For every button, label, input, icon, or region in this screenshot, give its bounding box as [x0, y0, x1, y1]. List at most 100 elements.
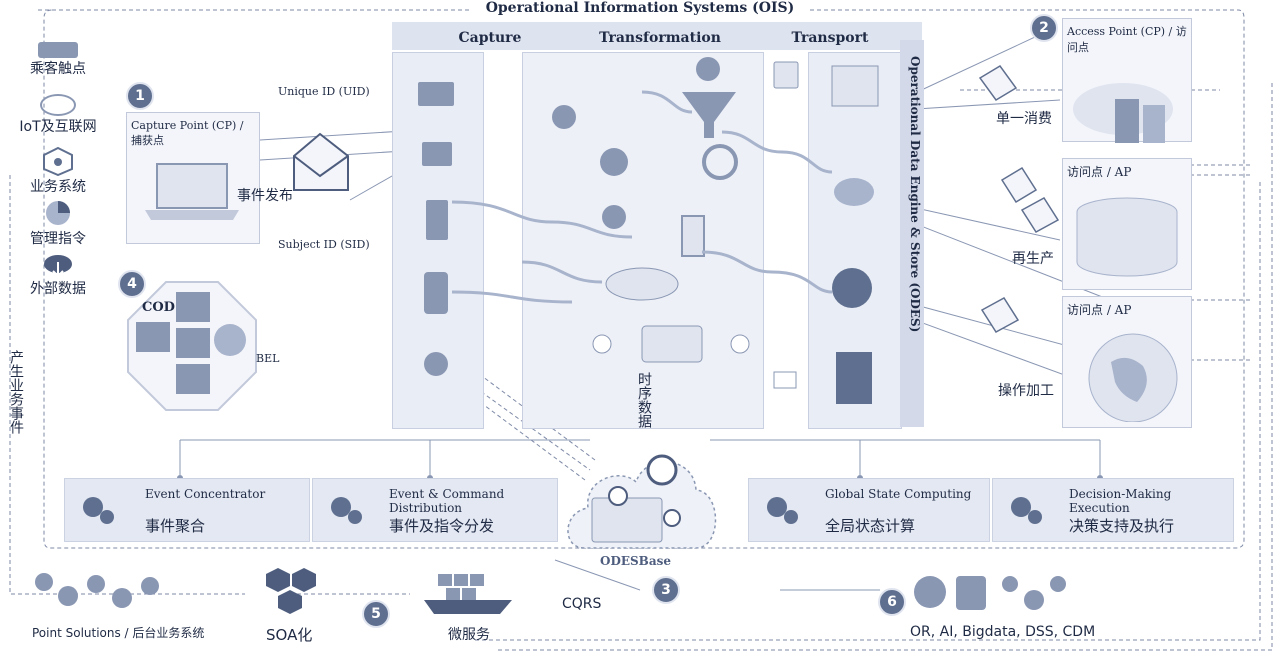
- step-number-5: 5: [362, 600, 390, 628]
- box-title-en: Global State Computing: [825, 487, 972, 501]
- box-title-cn: 决策支持及执行: [1069, 517, 1175, 535]
- source-label: 业务系统: [30, 179, 86, 195]
- odesbase-label: ODESBase: [600, 554, 671, 568]
- diagram-title: Operational Information Systems (OIS): [485, 0, 795, 16]
- box-title-cn: 事件聚合: [145, 517, 206, 535]
- cqrs-label: CQRS: [562, 596, 602, 612]
- source-item: 业务系统: [18, 146, 98, 198]
- monitor-icon: [422, 142, 452, 166]
- file-icon: [773, 61, 799, 89]
- source-item: 乘客触点: [18, 42, 98, 94]
- database-icon: [1076, 197, 1178, 277]
- microservice-label: 微服务: [448, 627, 490, 643]
- source-item: 外部数据: [18, 250, 98, 302]
- mail-icon: [773, 371, 797, 389]
- box-title-cn: 事件及指令分发: [389, 517, 495, 535]
- step-number-4: 4: [118, 270, 146, 298]
- cloud-building-icon: [831, 65, 879, 107]
- decision-making-box: Decision-Making Execution 决策支持及执行: [992, 478, 1234, 542]
- box-title-en: Event Concentrator: [145, 487, 266, 501]
- clock-icon: [608, 486, 628, 506]
- gear-icon: [767, 497, 798, 524]
- capture-point-title: Capture Point (CP) / 捕获点: [131, 119, 244, 147]
- envelope-icon: [293, 132, 349, 191]
- laptop-icon: [145, 163, 239, 220]
- odesbase-cloud: [567, 454, 717, 549]
- server-icon: [426, 200, 448, 240]
- touchpoint-icon: [38, 42, 78, 58]
- iot-gear-icon: [40, 94, 76, 116]
- capture-column: [392, 52, 484, 429]
- globe-icon: [832, 268, 872, 308]
- uid-label: Unique ID (UID): [278, 85, 370, 98]
- source-label: 乘客触点: [30, 61, 86, 77]
- left-sources: 乘客触点 IoT及互联网 业务系统 管理指令 外部数据: [18, 42, 98, 302]
- pie-icon: [46, 201, 70, 225]
- cloud-download-icon: [44, 255, 72, 278]
- event-command-distribution-box: Event & Command Distribution 事件及指令分发: [312, 478, 558, 542]
- box-title-cn: 全局状态计算: [825, 517, 916, 535]
- box-title-en: Event & Command Distribution: [389, 487, 505, 515]
- event-publish-label: 事件发布: [237, 188, 293, 204]
- column-header-transport: Transport: [791, 30, 869, 46]
- filter-icon: [682, 92, 736, 138]
- container-ship-icon: [424, 574, 512, 614]
- tech-label: OR, AI, Bigdata, DSS, CDM: [910, 624, 1096, 640]
- laptop-icon: [418, 82, 454, 106]
- envelope-icons: [978, 65, 1060, 333]
- clock-icon: [646, 454, 678, 486]
- soa-label: SOA化: [266, 626, 313, 644]
- flow-node-icon: [641, 325, 703, 363]
- step-number-3: 3: [652, 576, 680, 604]
- left-vertical-label: 产生业务事件: [8, 350, 24, 434]
- process-label: 操作加工: [998, 383, 1054, 399]
- gear-icon: [602, 205, 626, 229]
- source-label: 外部数据: [30, 281, 86, 297]
- people-icon: [424, 352, 448, 376]
- reproduce-label: 再生产: [1012, 251, 1054, 267]
- gear-icon: [600, 148, 628, 176]
- document-icon: [681, 215, 705, 257]
- hexagon-cluster-icon: [266, 568, 316, 614]
- panel-side: [900, 40, 924, 427]
- event-concentrator-box: Event Concentrator 事件聚合: [64, 478, 310, 542]
- step-number-1: 1: [126, 82, 154, 110]
- gear-icon: [83, 497, 114, 524]
- cloud-building-icon: [1073, 83, 1173, 143]
- source-label: IoT及互联网: [19, 119, 97, 135]
- source-label: 管理指令: [30, 231, 86, 247]
- gear-icon: [696, 57, 720, 81]
- column-header-transformation: Transformation: [599, 30, 721, 46]
- gears-cluster-icon: [35, 573, 159, 608]
- column-header-capture: Capture: [458, 30, 522, 46]
- access-point-title: Access Point (CP) / 访问点: [1067, 25, 1187, 54]
- cod-label: COD: [142, 300, 175, 315]
- step-number-2: 2: [1030, 14, 1058, 42]
- sid-label: Subject ID (SID): [278, 238, 370, 251]
- global-state-computing-box: Global State Computing 全局状态计算: [748, 478, 990, 542]
- odes-label: Operational Data Engine & Store (ODES): [908, 56, 922, 333]
- bel-label: BEL: [256, 352, 280, 365]
- step-number-6: 6: [878, 588, 906, 616]
- building-icon: [836, 352, 872, 404]
- flow-illustration: [418, 57, 879, 404]
- network-icon: [43, 146, 73, 176]
- access-point-box-2: 访问点 / AP: [1062, 158, 1192, 290]
- tech-icons-cluster: [914, 576, 1066, 610]
- gear-icon: [1011, 497, 1042, 524]
- clock-icon: [663, 509, 681, 527]
- point-solutions-label: Point Solutions / 后台业务系统: [32, 626, 205, 640]
- cod-octagon: [127, 281, 257, 411]
- magnifier-icon: [702, 144, 738, 180]
- time-series-label: 时序数据: [636, 372, 652, 428]
- source-item: IoT及互联网: [18, 94, 98, 146]
- globe-icon: [1088, 333, 1178, 423]
- source-item: 管理指令: [18, 198, 98, 250]
- access-point-title: 访问点 / AP: [1067, 165, 1132, 179]
- gear-icon: [552, 105, 576, 129]
- box-title-en: Decision-Making Execution: [1069, 487, 1172, 515]
- gear-icon: [331, 497, 362, 524]
- access-point-box-1: Access Point (CP) / 访问点: [1062, 18, 1192, 143]
- access-point-title: 访问点 / AP: [1067, 303, 1132, 317]
- consume-label: 单一消费: [996, 111, 1052, 127]
